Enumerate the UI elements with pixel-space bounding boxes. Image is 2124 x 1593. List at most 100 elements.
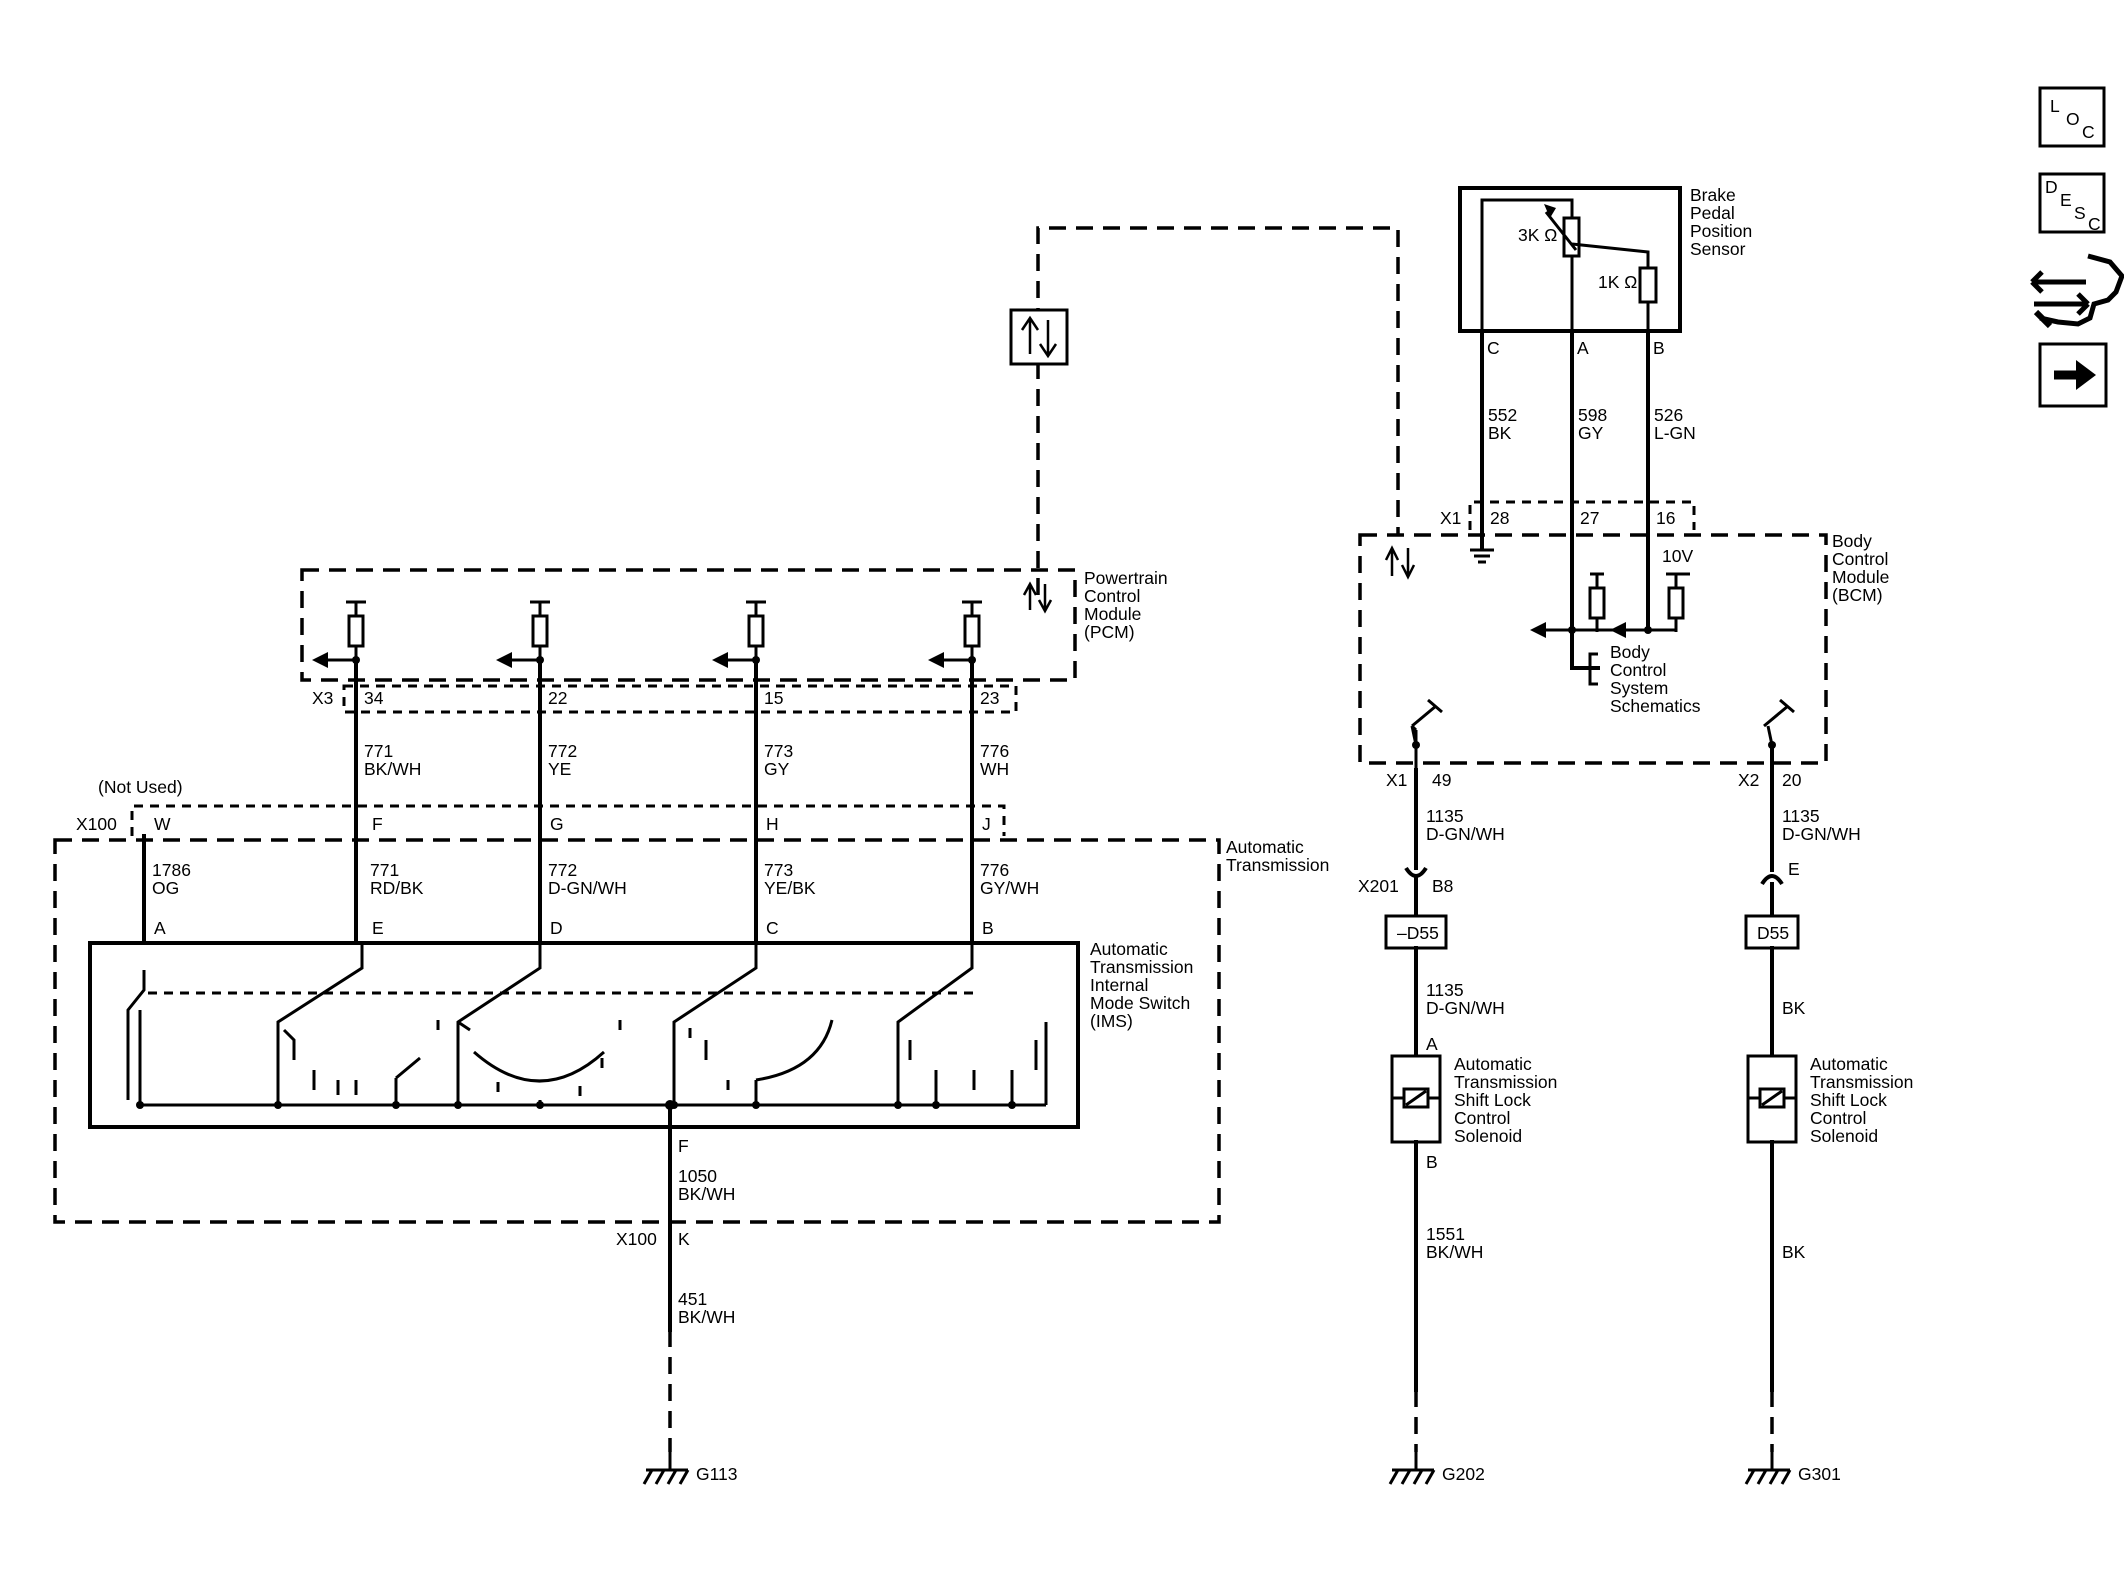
- connector-end-view-icon[interactable]: [2030, 253, 2124, 329]
- svg-text:Transmission: Transmission: [1454, 1072, 1557, 1092]
- sensor-pin-a: A: [1577, 338, 1589, 358]
- pcm-wire-circuit: 776: [980, 741, 1009, 761]
- ground-g301-label: G301: [1798, 1464, 1841, 1484]
- ground-g113-label: G113: [696, 1464, 738, 1484]
- svg-text:Body: Body: [1610, 642, 1650, 662]
- svg-text:L-GN: L-GN: [1654, 423, 1696, 443]
- pcm-wire-circuit: 773: [764, 741, 793, 761]
- bcm-pullup-resistor-2: [1667, 586, 1685, 620]
- sl2-w1-color: D-GN/WH: [1782, 824, 1861, 844]
- svg-text:Sensor: Sensor: [1690, 239, 1746, 259]
- svg-text:Control: Control: [1454, 1108, 1510, 1128]
- bcm-output-switch-1: [1411, 698, 1443, 728]
- bcm-output-switch-2: [1763, 698, 1795, 728]
- desc-button[interactable]: D E S C: [2038, 172, 2106, 234]
- bcm-outline: [1358, 533, 1828, 765]
- sl1-option: –D55: [1397, 923, 1439, 943]
- svg-text:D: D: [2045, 177, 2058, 197]
- bcm-reference-label[interactable]: Body Control System Schematics: [1610, 642, 1701, 716]
- x100-pin: W: [154, 814, 171, 834]
- sl1-w3-color: BK/WH: [1426, 1242, 1483, 1262]
- svg-text:Control: Control: [1832, 549, 1888, 569]
- svg-text:E: E: [2060, 190, 2072, 210]
- sl2-option: D55: [1757, 923, 1789, 943]
- svg-text:Brake: Brake: [1690, 185, 1736, 205]
- trans-wire-circuit: 773: [764, 860, 793, 880]
- pcm-connector-label: X3: [312, 688, 333, 708]
- next-page-button[interactable]: [2038, 342, 2108, 408]
- trans-wire-color: OG: [152, 878, 179, 898]
- bcm-out2-conn: X2: [1738, 770, 1759, 790]
- wire-1050-circuit: 1050: [678, 1166, 717, 1186]
- x100-pin: H: [766, 814, 779, 834]
- loc-button[interactable]: L O C: [2038, 86, 2106, 148]
- ims-junction-dot: [274, 1101, 282, 1109]
- svg-text:Position: Position: [1690, 221, 1752, 241]
- ims-label: Automatic Transmission Internal Mode Swi…: [1090, 939, 1193, 1031]
- ims-pin: B: [982, 918, 994, 938]
- svg-text:526: 526: [1654, 405, 1683, 425]
- sl1-solenoid-label: Automatic Transmission Shift Lock Contro…: [1454, 1054, 1557, 1146]
- sl2-w2-color: BK: [1782, 998, 1806, 1018]
- sl2-w1-circuit: 1135: [1782, 806, 1820, 826]
- pcm-outline: [300, 568, 1077, 682]
- svg-text:C: C: [2082, 122, 2095, 142]
- ims-junction-dot: [536, 1101, 544, 1109]
- sensor-resistor: [1638, 266, 1658, 304]
- pcm-serial-data-arrows: [1022, 581, 1053, 614]
- pcm-label: Powertrain Control Module (PCM): [1084, 568, 1168, 642]
- serial-data-icon: [1009, 308, 1069, 366]
- sl2-solenoid-label: Automatic Transmission Shift Lock Contro…: [1810, 1054, 1913, 1146]
- pcm-pin: 34: [364, 688, 384, 708]
- transmission-circuits: W1786OGAF771RD/BKEG772D-GN/WHDH773YE/BKC…: [142, 814, 1039, 945]
- svg-text:Transmission: Transmission: [1226, 855, 1329, 875]
- svg-text:Control: Control: [1084, 586, 1140, 606]
- svg-text:Automatic: Automatic: [1226, 837, 1304, 857]
- pcm-wire-color: WH: [980, 759, 1009, 779]
- svg-text:Control: Control: [1610, 660, 1666, 680]
- sl1-pin-a: A: [1426, 1034, 1438, 1054]
- ims-internal-contacts: [126, 943, 1048, 1107]
- ground-g113-symbol: [642, 1452, 690, 1485]
- sl1-w2-color: D-GN/WH: [1426, 998, 1505, 1018]
- pcm-wire-color: BK/WH: [364, 759, 421, 779]
- shift-lock-circuit-2: [1744, 743, 1800, 1485]
- svg-text:C: C: [2088, 214, 2101, 234]
- trans-wire-circuit: 1786: [152, 860, 191, 880]
- bcm-pullup-resistor-1: [1588, 586, 1606, 620]
- ims-junction-dot: [752, 1101, 760, 1109]
- wire-1050-color: BK/WH: [678, 1184, 735, 1204]
- trans-wire-circuit: 772: [548, 860, 577, 880]
- sl1-w1-circuit: 1135: [1426, 806, 1464, 826]
- svg-text:Module: Module: [1832, 567, 1889, 587]
- svg-text:Shift Lock: Shift Lock: [1810, 1090, 1887, 1110]
- sl2-w3-color: BK: [1782, 1242, 1806, 1262]
- ims-junction-dot: [454, 1101, 462, 1109]
- svg-text:(BCM): (BCM): [1832, 585, 1883, 605]
- pcm-wire-circuit: 771: [364, 741, 393, 761]
- transmission-label: Automatic Transmission: [1226, 837, 1329, 875]
- svg-text:Automatic: Automatic: [1810, 1054, 1888, 1074]
- pcm-wire-circuit: 772: [548, 741, 577, 761]
- sl2-conn-pin: E: [1788, 859, 1800, 879]
- bcm-pin-28: 28: [1490, 508, 1509, 528]
- pcm-wire-color: YE: [548, 759, 571, 779]
- x100-pin: J: [982, 814, 991, 834]
- svg-text:Automatic: Automatic: [1454, 1054, 1532, 1074]
- sl1-pin-b: B: [1426, 1152, 1438, 1172]
- svg-text:598: 598: [1578, 405, 1607, 425]
- svg-text:Schematics: Schematics: [1610, 696, 1701, 716]
- svg-text:System: System: [1610, 678, 1668, 698]
- x100-label: X100: [76, 814, 117, 834]
- svg-text:Mode Switch: Mode Switch: [1090, 993, 1190, 1013]
- sensor-r1-label: 3K Ω: [1518, 225, 1557, 245]
- svg-text:Control: Control: [1810, 1108, 1866, 1128]
- svg-text:O: O: [2066, 109, 2080, 129]
